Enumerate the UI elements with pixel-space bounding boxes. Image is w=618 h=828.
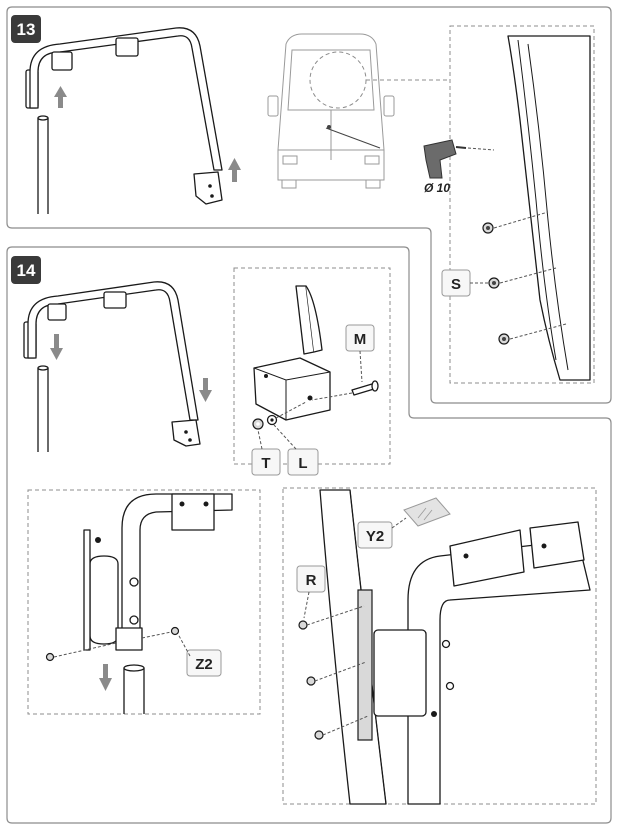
- drill-diameter-label: Ø 10: [424, 181, 450, 195]
- bolt-m: [311, 380, 379, 401]
- bolt-s-middle: [488, 267, 557, 289]
- label-l: L: [273, 424, 319, 476]
- step13-frame: [6, 6, 612, 404]
- label-t: T: [251, 429, 281, 476]
- post-joint: [83, 493, 233, 714]
- step13-detail-panel: [449, 25, 595, 384]
- svg-text:Y2: Y2: [366, 528, 384, 545]
- screw-r-middle: [306, 661, 367, 686]
- bracket-with-tube: [253, 285, 331, 421]
- bolt-s-bottom: [498, 323, 567, 345]
- step13-number: 13: [17, 20, 36, 39]
- step14-down-arrow-left: [50, 334, 63, 360]
- nut-t: [252, 418, 264, 430]
- door-arm: [357, 521, 591, 805]
- step14-down-arrow-right: [199, 378, 212, 402]
- label-y2: Y2: [357, 517, 407, 549]
- drill-icon: [423, 139, 495, 179]
- screw-z2-right: [141, 626, 180, 639]
- step13-badge: 13: [11, 15, 41, 43]
- screw-r-bottom: [314, 715, 369, 740]
- step14-joint-down-arrow: [99, 664, 112, 691]
- post-joint-panel: [27, 489, 261, 715]
- step13-up-arrow-right: [228, 158, 241, 182]
- step14-frame: [6, 246, 612, 824]
- washer-l: [266, 401, 307, 426]
- step13-up-arrow-left: [54, 86, 67, 108]
- step14-number: 14: [17, 261, 36, 280]
- svg-text:L: L: [298, 455, 307, 472]
- bolt-s-top: [482, 211, 549, 234]
- svg-text:S: S: [451, 276, 461, 293]
- label-r: R: [296, 565, 326, 619]
- screw-z2-left: [45, 642, 117, 662]
- label-m: M: [345, 324, 375, 383]
- step13-arm-assembly: [25, 27, 223, 214]
- step14-arm-assembly: [23, 281, 201, 452]
- svg-text:M: M: [354, 331, 367, 348]
- screw-r-top: [298, 605, 365, 630]
- van-rear-view: [267, 33, 395, 189]
- label-s: S: [441, 269, 488, 297]
- adhesive-pad-y2: [403, 497, 451, 527]
- step14-badge: 14: [11, 256, 41, 284]
- label-z2: Z2: [177, 633, 222, 677]
- svg-text:T: T: [261, 455, 270, 472]
- door-profile: [507, 35, 591, 381]
- svg-text:R: R: [306, 572, 317, 589]
- svg-text:Z2: Z2: [195, 656, 213, 673]
